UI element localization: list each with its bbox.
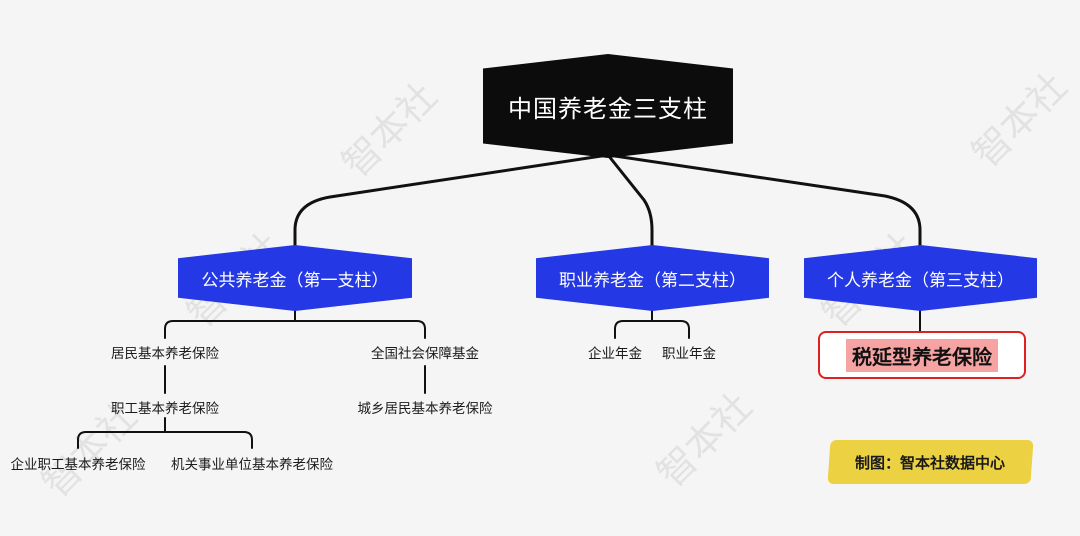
resident-pension-node: 居民基本养老保险 — [111, 346, 219, 362]
connector-worker-bracket — [77, 431, 253, 449]
connector-pillar1-bracket — [164, 320, 426, 339]
pillar2-node: 职业养老金（第二支柱） — [536, 245, 769, 311]
connector-root-pillar1 — [293, 153, 610, 248]
root-label: 中国养老金三支柱 — [508, 94, 708, 123]
urban-rural-pension-node: 城乡居民基本养老保险 — [357, 401, 493, 417]
occupational-annuity-node: 职业年金 — [662, 346, 716, 362]
pillar1-node: 公共养老金（第一支柱） — [178, 245, 412, 311]
pillar3-node: 个人养老金（第三支柱） — [804, 245, 1037, 311]
credit-badge: 制图：智本社数据中心 — [827, 440, 1034, 484]
government-institution-pension-node: 机关事业单位基本养老保险 — [171, 457, 333, 473]
connector-root-pillar2 — [606, 153, 654, 248]
tax-deferred-insurance-node: 税延型养老保险 — [818, 331, 1026, 379]
worker-pension-node: 职工基本养老保险 — [111, 401, 219, 417]
pillar1-label: 公共养老金（第一支柱） — [201, 270, 389, 291]
enterprise-worker-pension-node: 企业职工基本养老保险 — [10, 457, 146, 473]
connector-pillar2-bracket — [614, 320, 690, 339]
pillar3-label: 个人养老金（第三支柱） — [827, 270, 1014, 291]
credit-label: 制图：智本社数据中心 — [855, 453, 1006, 472]
connector-root-pillar3 — [606, 153, 922, 248]
social-security-fund-node: 全国社会保障基金 — [371, 346, 479, 362]
enterprise-annuity-node: 企业年金 — [588, 346, 642, 362]
pillar2-label: 职业养老金（第二支柱） — [559, 270, 746, 291]
root-node: 中国养老金三支柱 — [483, 54, 733, 158]
tax-deferred-insurance-label: 税延型养老保险 — [846, 338, 998, 372]
